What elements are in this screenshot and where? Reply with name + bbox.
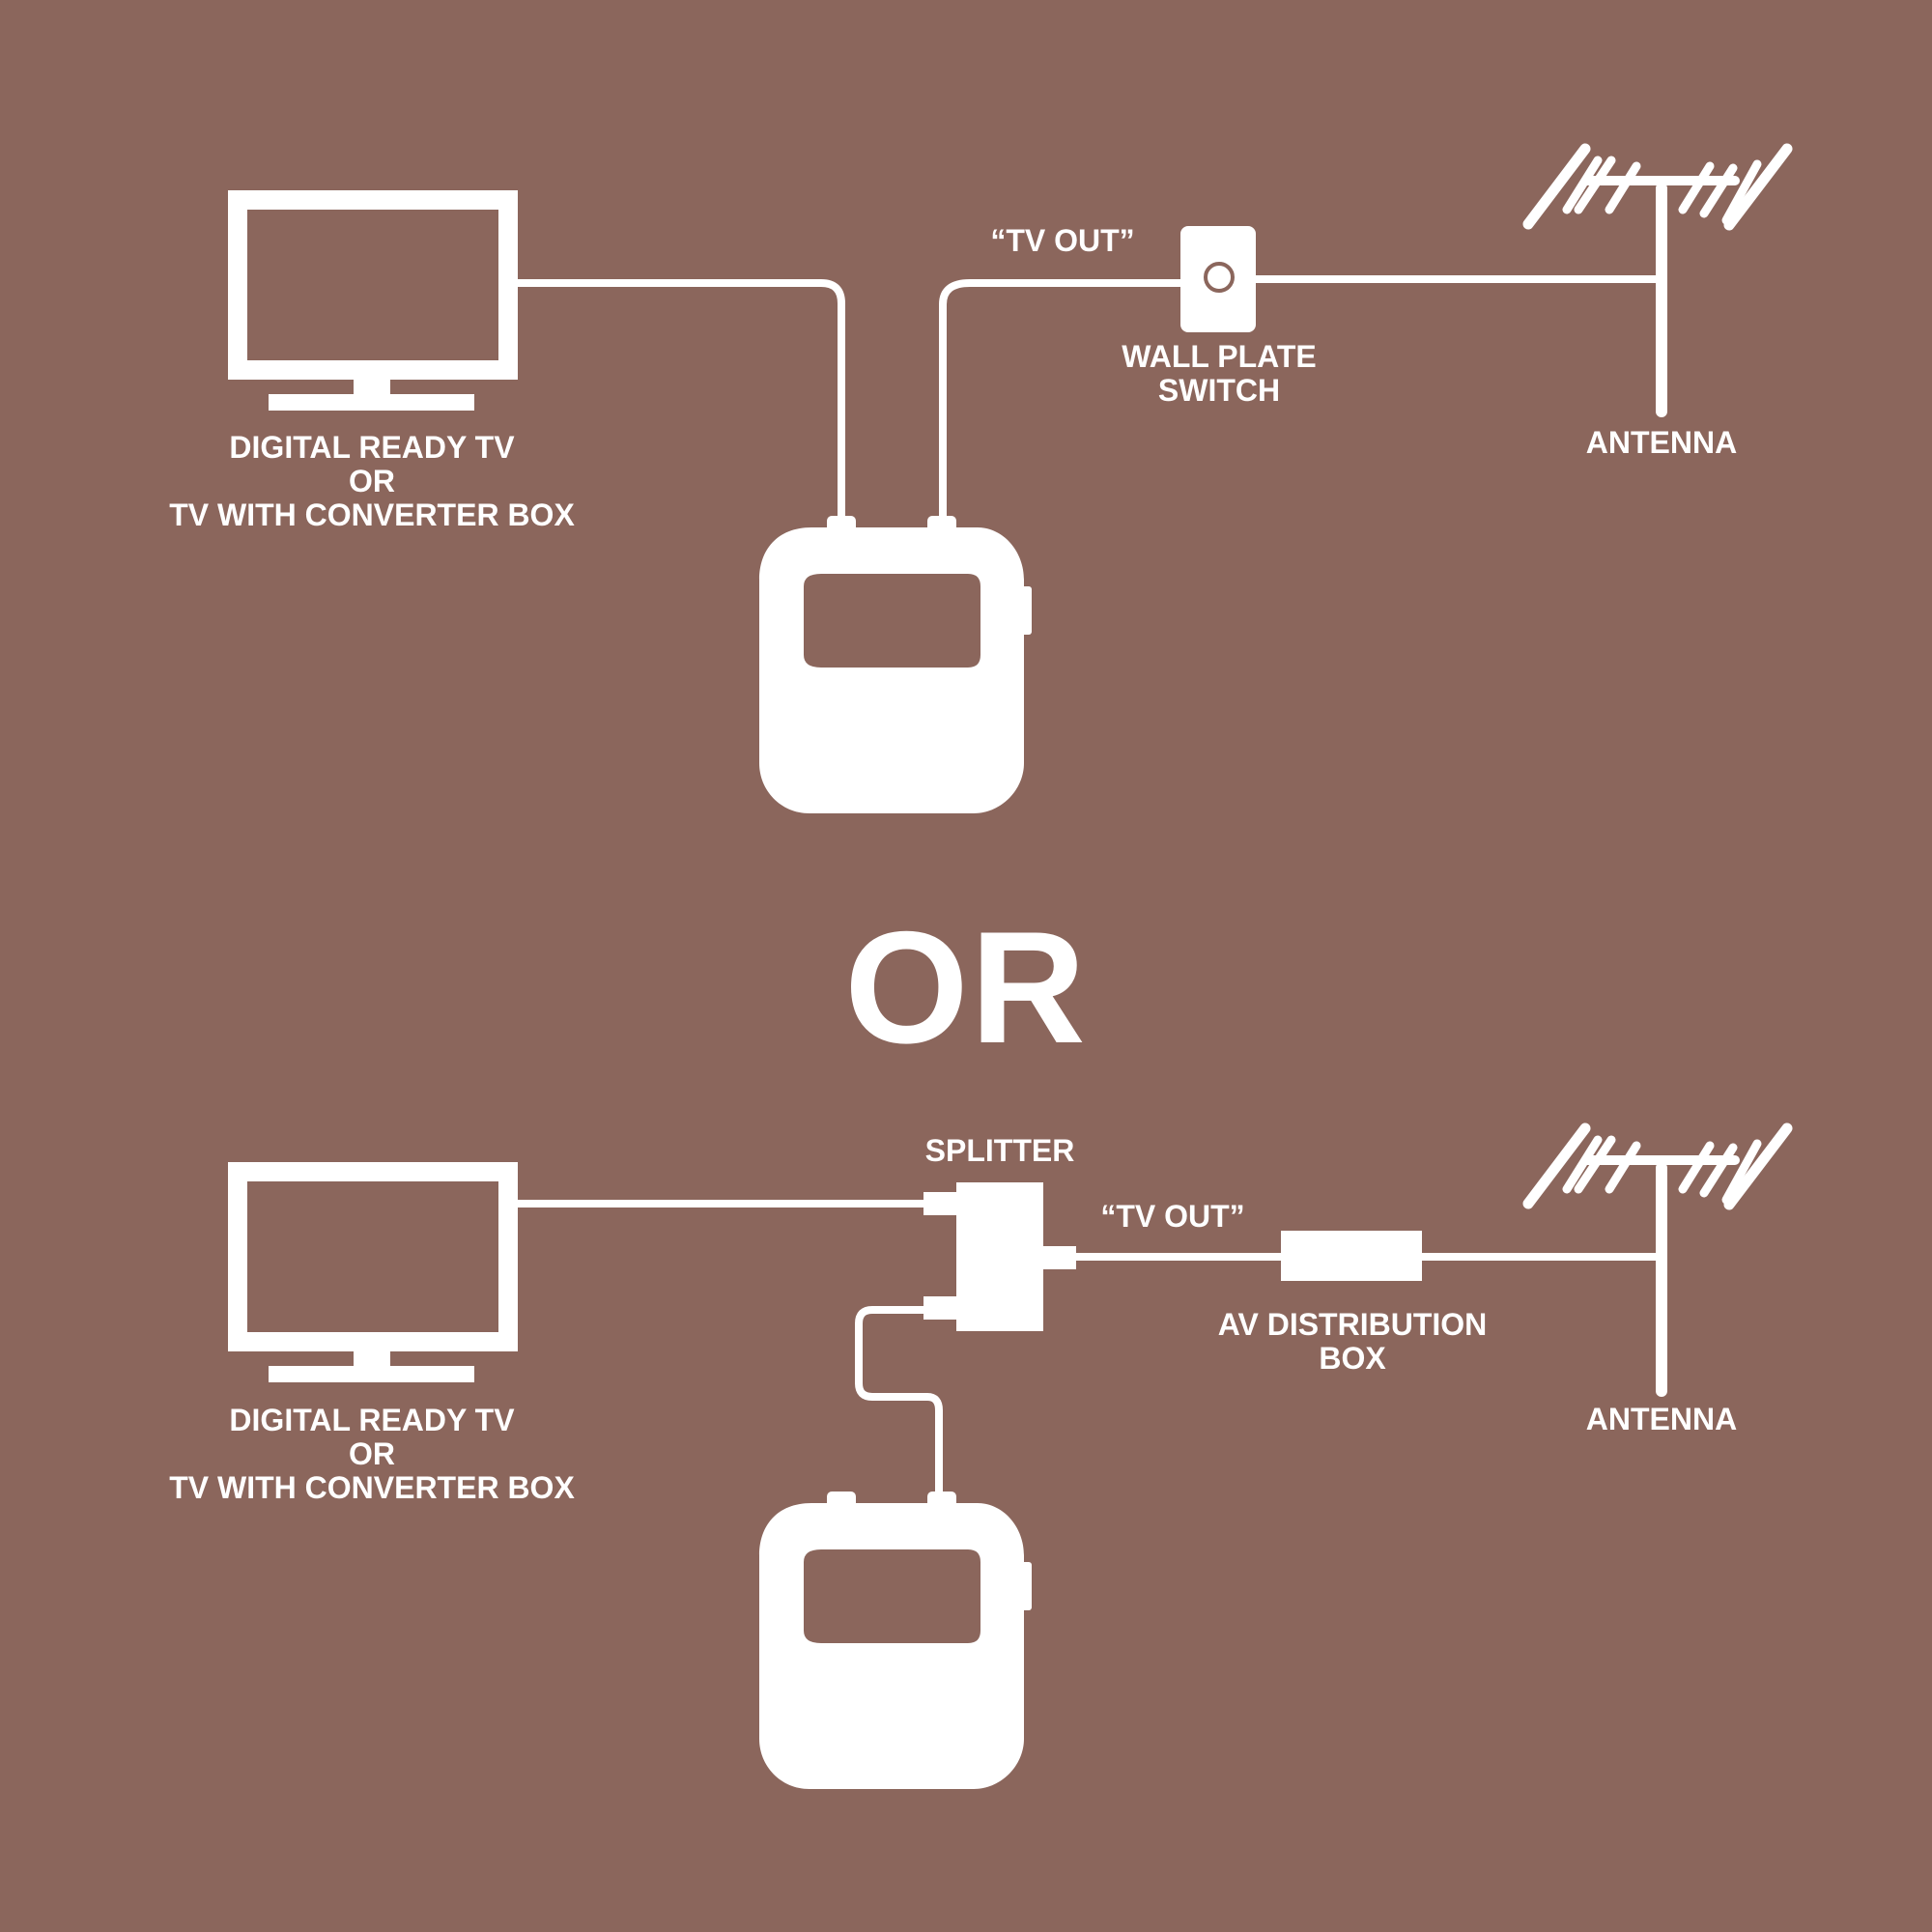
tv-out-label: “TV OUT” — [1100, 1199, 1245, 1234]
tv-label: DIGITAL READY TV OR TV WITH CONVERTER BO… — [169, 430, 575, 532]
cable-splitter-to-receiver — [855, 1306, 943, 1497]
bottom-cables — [514, 1200, 1662, 1497]
top-cables — [514, 275, 1662, 522]
tv-out-label: “TV OUT” — [990, 223, 1135, 258]
splitter-icon — [923, 1182, 1076, 1331]
or-divider: OR — [844, 898, 1088, 1076]
av-distribution-box-label: AV DISTRIBUTION BOX — [1217, 1307, 1488, 1376]
receiver-icon — [759, 516, 1032, 813]
antenna-label: ANTENNA — [1585, 1402, 1738, 1436]
tv-icon — [238, 200, 508, 411]
cable-receiver-to-wall-plate — [939, 279, 1180, 522]
tv-icon — [238, 1172, 508, 1382]
antenna-label: ANTENNA — [1585, 425, 1738, 460]
splitter-label: SPLITTER — [924, 1133, 1075, 1168]
wall-plate-label: WALL PLATE SWITCH — [1122, 339, 1317, 408]
cable-tv-to-receiver — [514, 279, 845, 522]
tv-label: DIGITAL READY TV OR TV WITH CONVERTER BO… — [169, 1403, 575, 1505]
receiver-icon — [759, 1492, 1032, 1789]
av-distribution-box-icon — [1281, 1231, 1422, 1281]
wall-plate-icon — [1180, 226, 1256, 332]
